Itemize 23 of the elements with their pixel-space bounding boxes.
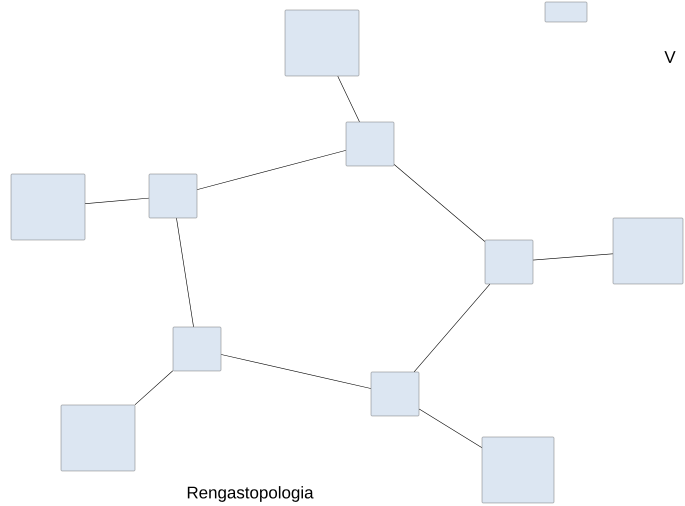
- node-box: [346, 122, 394, 166]
- connector-line: [196, 150, 346, 190]
- node-box: [284, 10, 360, 76]
- connector-line: [220, 354, 372, 389]
- connector-line: [414, 284, 490, 372]
- node-box: [172, 326, 222, 372]
- node-box: [544, 2, 588, 22]
- node-box: [148, 174, 198, 218]
- connector-line: [84, 198, 150, 204]
- node-box: [482, 436, 554, 504]
- connector-line: [337, 76, 360, 122]
- node-box: [60, 404, 136, 472]
- node-box: [484, 240, 534, 284]
- node-box: [10, 174, 86, 240]
- connector-line: [176, 218, 194, 328]
- text-label: Rengastopologia: [188, 486, 314, 502]
- connector-line: [418, 408, 482, 448]
- node-box: [612, 218, 684, 284]
- connector-line: [134, 370, 174, 406]
- connector-line: [532, 253, 614, 260]
- node-box: [370, 372, 420, 416]
- text-label: V: [664, 51, 676, 63]
- connector-line: [394, 164, 486, 242]
